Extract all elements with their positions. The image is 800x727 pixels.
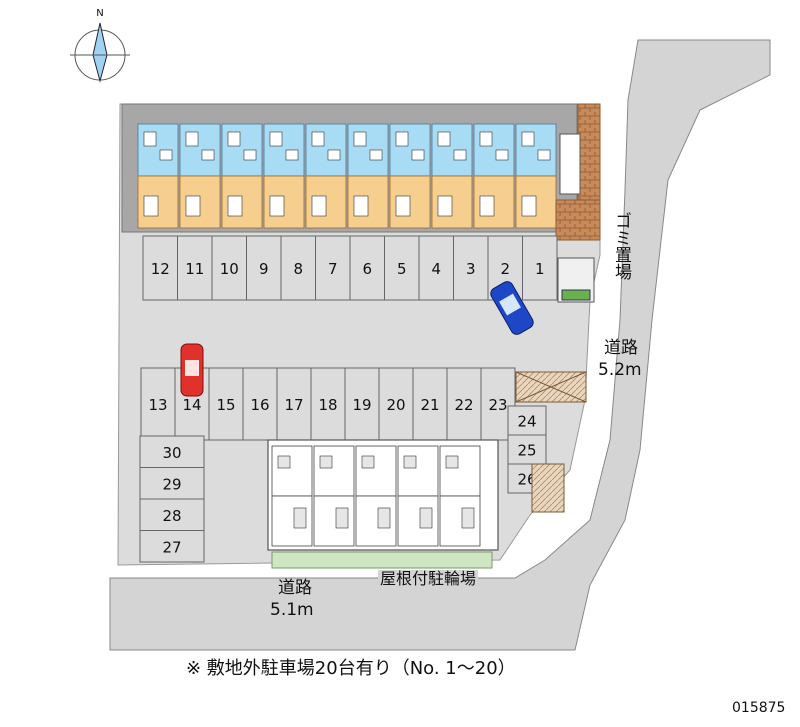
parking-space-number: 2 <box>500 260 510 278</box>
apartment-unit <box>397 445 439 547</box>
apartment-unit <box>515 123 557 229</box>
parking-space-11: 11 <box>177 235 213 301</box>
parking-space-17: 17 <box>276 367 312 441</box>
parking-space-number: 3 <box>466 260 476 278</box>
apartment-unit <box>431 123 473 229</box>
parking-space-number: 11 <box>185 260 204 278</box>
parking-space-number: 5 <box>397 260 407 278</box>
garbage-label: ゴミ置場 <box>611 212 631 280</box>
parking-space-number: 24 <box>517 413 536 431</box>
stairs <box>559 133 581 195</box>
parking-space-number: 16 <box>250 396 269 414</box>
apartment-unit <box>179 123 221 229</box>
parking-space-number: 13 <box>148 396 167 414</box>
apartment-unit <box>305 123 347 229</box>
parking-space-28: 28 <box>139 498 205 531</box>
parking-space-21: 21 <box>412 367 448 441</box>
parking-space-4: 4 <box>418 235 454 301</box>
red-car <box>180 343 204 397</box>
garbage-bin <box>561 289 591 301</box>
parking-space-number: 21 <box>420 396 439 414</box>
brick-wall-lower <box>555 199 601 241</box>
parking-space-number: 17 <box>284 396 303 414</box>
apartment-unit <box>347 123 389 229</box>
parking-space-2: 2 <box>487 235 523 301</box>
east-road <box>109 39 771 651</box>
map-code: 015875 <box>732 700 786 716</box>
apartment-unit <box>313 445 355 547</box>
parking-space-9: 9 <box>246 235 282 301</box>
parking-space-27: 27 <box>139 530 205 563</box>
parking-space-number: 30 <box>162 444 181 462</box>
parking-space-number: 23 <box>488 396 507 414</box>
parking-space-29: 29 <box>139 467 205 500</box>
parking-space-number: 28 <box>162 507 181 525</box>
parking-space-number: 9 <box>259 260 269 278</box>
parking-space-number: 8 <box>293 260 303 278</box>
parking-space-number: 18 <box>318 396 337 414</box>
parking-space-6: 6 <box>349 235 385 301</box>
parking-space-number: 19 <box>352 396 371 414</box>
south-road-width: 5.1m <box>270 600 314 620</box>
parking-space-number: 10 <box>220 260 239 278</box>
parking-space-20: 20 <box>378 367 414 441</box>
south-road-name: 道路 <box>278 578 312 598</box>
parking-space-7: 7 <box>315 235 351 301</box>
apartment-unit <box>263 123 305 229</box>
parking-space-24: 24 <box>507 405 547 436</box>
parking-space-3: 3 <box>453 235 489 301</box>
parking-space-22: 22 <box>446 367 482 441</box>
compass-rose-icon <box>70 22 130 83</box>
apartment-unit <box>473 123 515 229</box>
parking-space-number: 6 <box>362 260 372 278</box>
apartment-unit <box>355 445 397 547</box>
parking-space-8: 8 <box>280 235 316 301</box>
parking-space-18: 18 <box>310 367 346 441</box>
parking-space-15: 15 <box>208 367 244 441</box>
footnote: ※ 敷地外駐車場20台有り（No. 1〜20） <box>186 658 516 679</box>
parking-space-25: 25 <box>507 434 547 465</box>
parking-space-number: 15 <box>216 396 235 414</box>
parking-space-number: 22 <box>454 396 473 414</box>
parking-space-number: 1 <box>535 260 545 278</box>
east-road-name: 道路 <box>604 338 638 358</box>
apartment-unit <box>271 445 313 547</box>
apartment-unit <box>439 445 481 547</box>
bike-parking-area <box>271 551 493 569</box>
parking-space-number: 20 <box>386 396 405 414</box>
apartment-unit <box>389 123 431 229</box>
parking-space-number: 29 <box>162 475 181 493</box>
apartment-unit <box>137 123 179 229</box>
parking-space-30: 30 <box>139 435 205 468</box>
storage-box-2 <box>531 463 565 513</box>
parking-space-number: 7 <box>328 260 338 278</box>
apartment-unit <box>221 123 263 229</box>
parking-space-number: 4 <box>431 260 441 278</box>
blue-car <box>490 281 534 335</box>
parking-space-number: 14 <box>182 396 201 414</box>
parking-space-number: 25 <box>517 442 536 460</box>
parking-space-19: 19 <box>344 367 380 441</box>
parking-space-13: 13 <box>140 367 176 441</box>
parking-space-number: 27 <box>162 538 181 556</box>
compass-north-label: N <box>96 8 103 19</box>
parking-space-5: 5 <box>384 235 420 301</box>
bike-parking-label: 屋根付駐輪場 <box>378 569 479 588</box>
parking-space-number: 12 <box>151 260 170 278</box>
parking-space-1: 1 <box>522 235 558 301</box>
parking-space-12: 12 <box>142 235 178 301</box>
parking-space-16: 16 <box>242 367 278 441</box>
east-road-width: 5.2m <box>598 360 642 380</box>
parking-space-10: 10 <box>211 235 247 301</box>
